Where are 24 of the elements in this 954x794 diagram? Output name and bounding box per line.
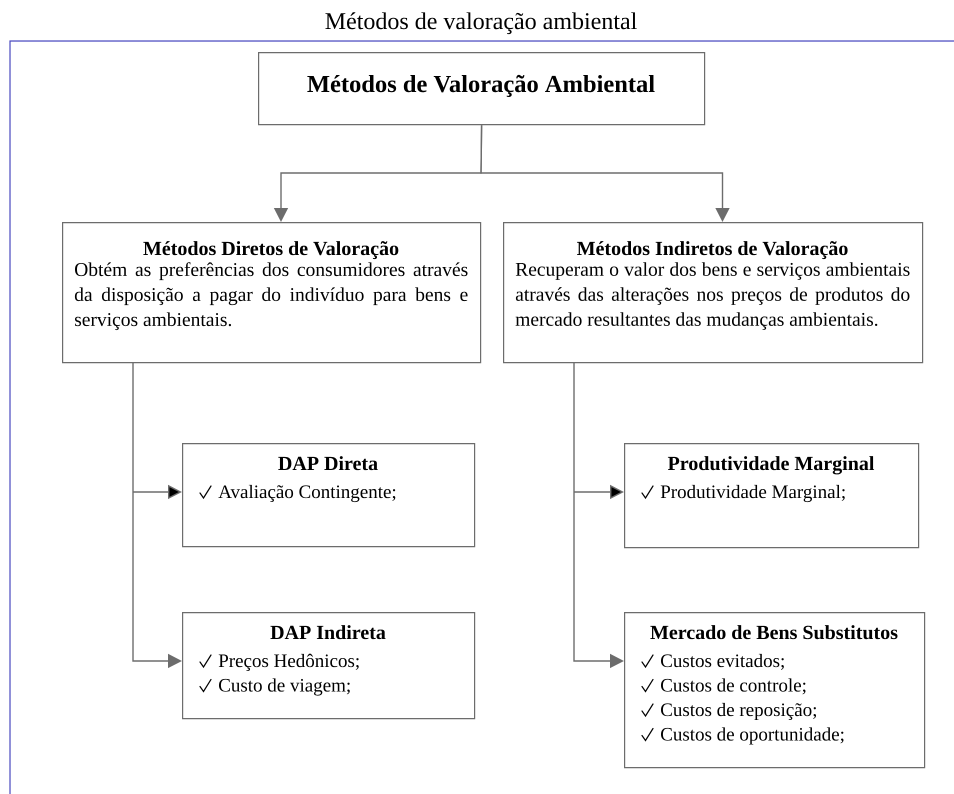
category-box xyxy=(624,612,926,768)
description-text: Recuperam o valor dos bens e serviços ambientais através das alterações nos preços de produtos do mercado resultantes das mudanças ambientais. xyxy=(516,262,910,330)
title-box: Métodos de Valoração Ambiental xyxy=(258,52,706,126)
diagram-title: Métodos de valoração ambiental xyxy=(325,12,637,34)
description-text: Obtém as preferências dos consumidores através da disposição a pagar do indivíduo para bens e serviços ambientais. xyxy=(74,262,468,330)
box-heading: DAP Indireta xyxy=(270,625,386,640)
box-heading: Métodos Indiretos de Valoração xyxy=(577,241,848,260)
category-box xyxy=(624,443,920,548)
list-item: Custos de controle; xyxy=(661,678,806,694)
box-heading: Produtividade Marginal xyxy=(668,456,874,474)
list-item: Produtividade Marginal; xyxy=(660,484,845,502)
category-box xyxy=(182,443,476,548)
list-item: Preços Hedônicos; xyxy=(218,654,359,672)
list-item: Custos evitados; xyxy=(661,654,784,670)
list-item: Avaliação Contingente; xyxy=(218,484,396,502)
category-box xyxy=(182,612,476,720)
list-item: Custos de oportunidade; xyxy=(661,727,844,745)
list-item: Custo de viagem; xyxy=(219,678,350,696)
box-heading: Mercado de Bens Substitutos xyxy=(650,625,898,640)
list-item: Custos de reposição; xyxy=(661,702,816,720)
method-box xyxy=(62,222,482,364)
box-heading: DAP Direta xyxy=(278,456,378,470)
method-box xyxy=(503,222,924,364)
box-heading: Métodos Diretos de Valoração xyxy=(143,241,398,260)
